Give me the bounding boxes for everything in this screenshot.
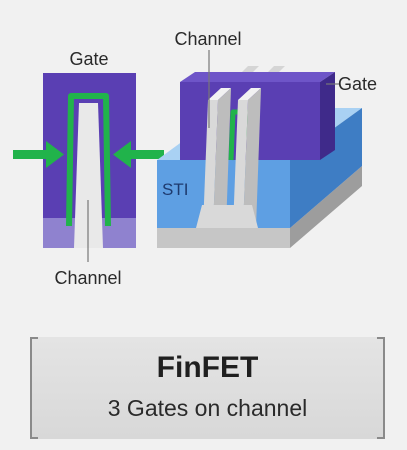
caption-box: FinFET 3 Gates on channel — [30, 337, 385, 439]
caption-title: FinFET — [156, 351, 259, 384]
sti-label: STI — [162, 180, 188, 199]
caption-subtitle: 3 Gates on channel — [107, 395, 308, 421]
fin-2-body — [243, 88, 261, 228]
caption-bracket-right — [377, 337, 385, 439]
left-channel-label: Channel — [54, 268, 121, 288]
three-d-view: Channel Gate STI — [157, 29, 377, 248]
fin-base — [196, 205, 258, 228]
fin-1-body — [213, 88, 231, 228]
right-channel-label: Channel — [174, 29, 241, 49]
substrate-front — [157, 228, 290, 248]
left-gate-label: Gate — [69, 49, 108, 69]
gate-side — [320, 72, 335, 160]
substrate-side — [290, 166, 362, 248]
fin-1-side — [208, 88, 231, 100]
sti-side — [290, 108, 362, 228]
gate-contact-outline — [66, 93, 111, 227]
gate-top — [180, 72, 335, 82]
fin-tip-back-1 — [242, 66, 259, 72]
finfet-diagram: Gate Channel — [13, 29, 377, 288]
caption-bracket-left — [30, 337, 38, 439]
left-fin-channel — [74, 103, 103, 248]
fin-tip-back-2 — [268, 66, 285, 72]
cross-section-view: Gate Channel — [13, 49, 164, 288]
arrow-right-icon — [113, 141, 164, 168]
right-gate-label: Gate — [338, 74, 377, 94]
arrow-left-icon — [13, 141, 64, 168]
fin-2-side — [238, 88, 261, 100]
